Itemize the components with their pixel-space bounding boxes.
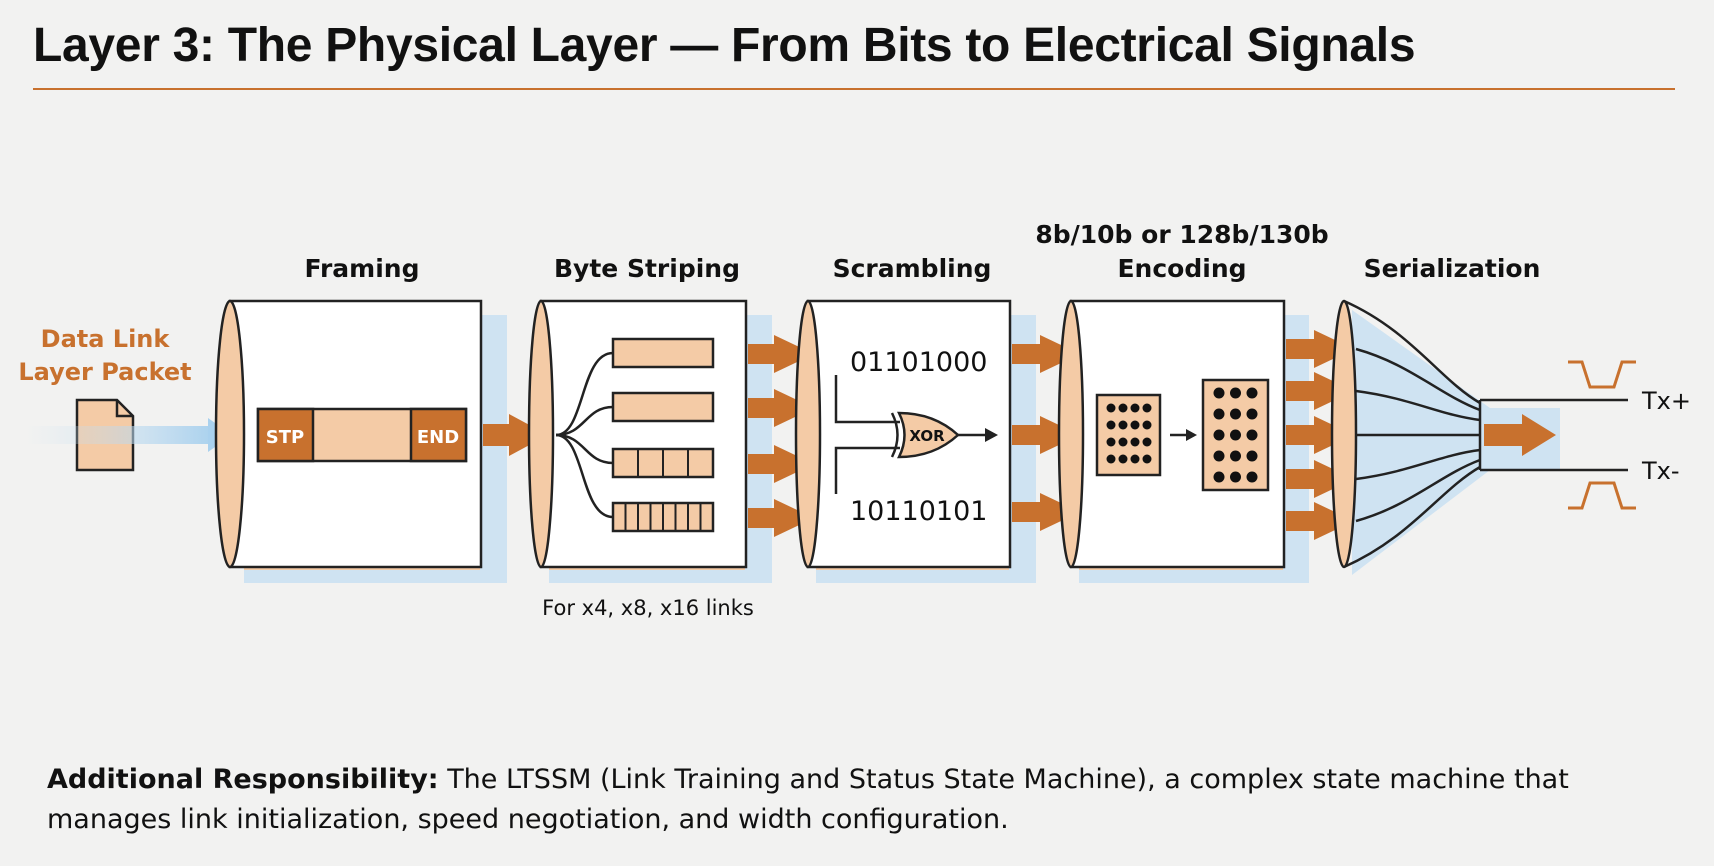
- serial-output-arrow: [1484, 414, 1556, 456]
- bit-dot: [1130, 403, 1140, 413]
- bit-dot: [1213, 450, 1225, 462]
- bit-dot: [1118, 454, 1128, 464]
- scrambling-output-bits: 10110101: [850, 496, 987, 527]
- encoding-title-line2: Encoding: [1117, 254, 1246, 283]
- input-label-line2: Layer Packet: [18, 358, 191, 386]
- serialization-stage: Tx+ Tx-: [1330, 299, 1691, 575]
- end-tag: END: [417, 427, 459, 448]
- xor-wiring: [834, 375, 985, 494]
- encoding-stage: [1057, 299, 1309, 583]
- tx-plus-waveform-icon: [1568, 360, 1636, 389]
- scrambling-title: Scrambling: [833, 254, 992, 283]
- scrambling-input-bits: 01101000: [850, 347, 987, 378]
- stp-tag: STP: [266, 427, 304, 448]
- tx-plus-label: Tx+: [1641, 387, 1691, 415]
- footnote-text: The LTSSM (Link Training and Status Stat…: [47, 764, 1569, 835]
- bit-dot: [1230, 408, 1241, 420]
- encode-arrow: [1170, 429, 1197, 441]
- serializer-shadow: [1352, 310, 1560, 575]
- bit-dot: [1106, 454, 1116, 464]
- encoding-title-line1: 8b/10b or 128b/130b: [1035, 220, 1328, 249]
- bit-dot: [1106, 420, 1116, 430]
- bit-dot: [1213, 429, 1225, 441]
- packet-frame: [256, 407, 468, 463]
- page-title: Layer 3: The Physical Layer — From Bits …: [33, 19, 1416, 72]
- bit-dot: [1230, 429, 1241, 441]
- input-label-line1: Data Link: [41, 325, 171, 353]
- tx-minus-label: Tx-: [1641, 457, 1680, 485]
- bit-dot: [1118, 403, 1128, 413]
- bit-dot: [1246, 429, 1258, 441]
- scrambling-stage: XOR 01101000 10110101: [794, 299, 1036, 583]
- bit-dot: [1246, 408, 1258, 420]
- bit-dot: [1118, 437, 1128, 447]
- bit-dot: [1230, 450, 1241, 462]
- bit-dot: [1130, 454, 1140, 464]
- bit-dot: [1142, 437, 1152, 447]
- bit-dot: [1213, 408, 1225, 420]
- bit-dot: [1106, 437, 1116, 447]
- bit-dot: [1130, 437, 1140, 447]
- serialization-title: Serialization: [1364, 254, 1541, 283]
- bit-dot: [1106, 403, 1116, 413]
- bit-dot: [1118, 420, 1128, 430]
- serializer-funnel-lines: [1343, 299, 1482, 569]
- framing-stage: STP END: [214, 299, 507, 583]
- bit-dot: [1142, 403, 1152, 413]
- striping-to-scrambling-arrows: [748, 335, 814, 537]
- bit-dot: [1246, 450, 1258, 462]
- xor-label: XOR: [909, 427, 945, 445]
- additional-responsibility-note: Additional Responsibility: The LTSSM (Li…: [47, 760, 1647, 840]
- bit-dot: [1213, 387, 1225, 399]
- framing-title: Framing: [305, 254, 420, 283]
- lane-fanout-lines: [555, 351, 614, 519]
- footnote-label: Additional Responsibility:: [47, 764, 439, 795]
- physical-layer-diagram: Data Link Layer Packet Framing STP END B…: [18, 220, 1691, 620]
- byte-striping-stage: [527, 299, 772, 583]
- bit-dot: [1230, 387, 1241, 399]
- lane-buffer-4: [611, 501, 715, 533]
- bit-dot: [1230, 471, 1241, 483]
- 10-bit-symbol-grid: [1201, 378, 1270, 492]
- bit-dot: [1246, 471, 1258, 483]
- tx-minus-waveform-icon: [1568, 481, 1636, 510]
- bit-dot: [1213, 471, 1225, 483]
- lane-buffer-1: [611, 337, 715, 369]
- bit-dot: [1246, 387, 1258, 399]
- bit-dot: [1130, 420, 1140, 430]
- title-divider: [33, 88, 1675, 90]
- bit-dot: [1142, 420, 1152, 430]
- lane-buffer-2: [611, 391, 715, 423]
- 8-bit-symbol-grid: [1095, 393, 1162, 477]
- byte-striping-note: For x4, x8, x16 links: [542, 596, 754, 620]
- byte-striping-title: Byte Striping: [554, 254, 740, 283]
- xor-gate-icon: [890, 411, 960, 459]
- lane-buffer-3: [611, 447, 715, 479]
- bit-dot: [1142, 454, 1152, 464]
- differential-output-lines: [1480, 398, 1628, 472]
- scrambling-to-encoding-arrows: [1012, 335, 1080, 531]
- xor-output-arrowhead: [985, 428, 998, 442]
